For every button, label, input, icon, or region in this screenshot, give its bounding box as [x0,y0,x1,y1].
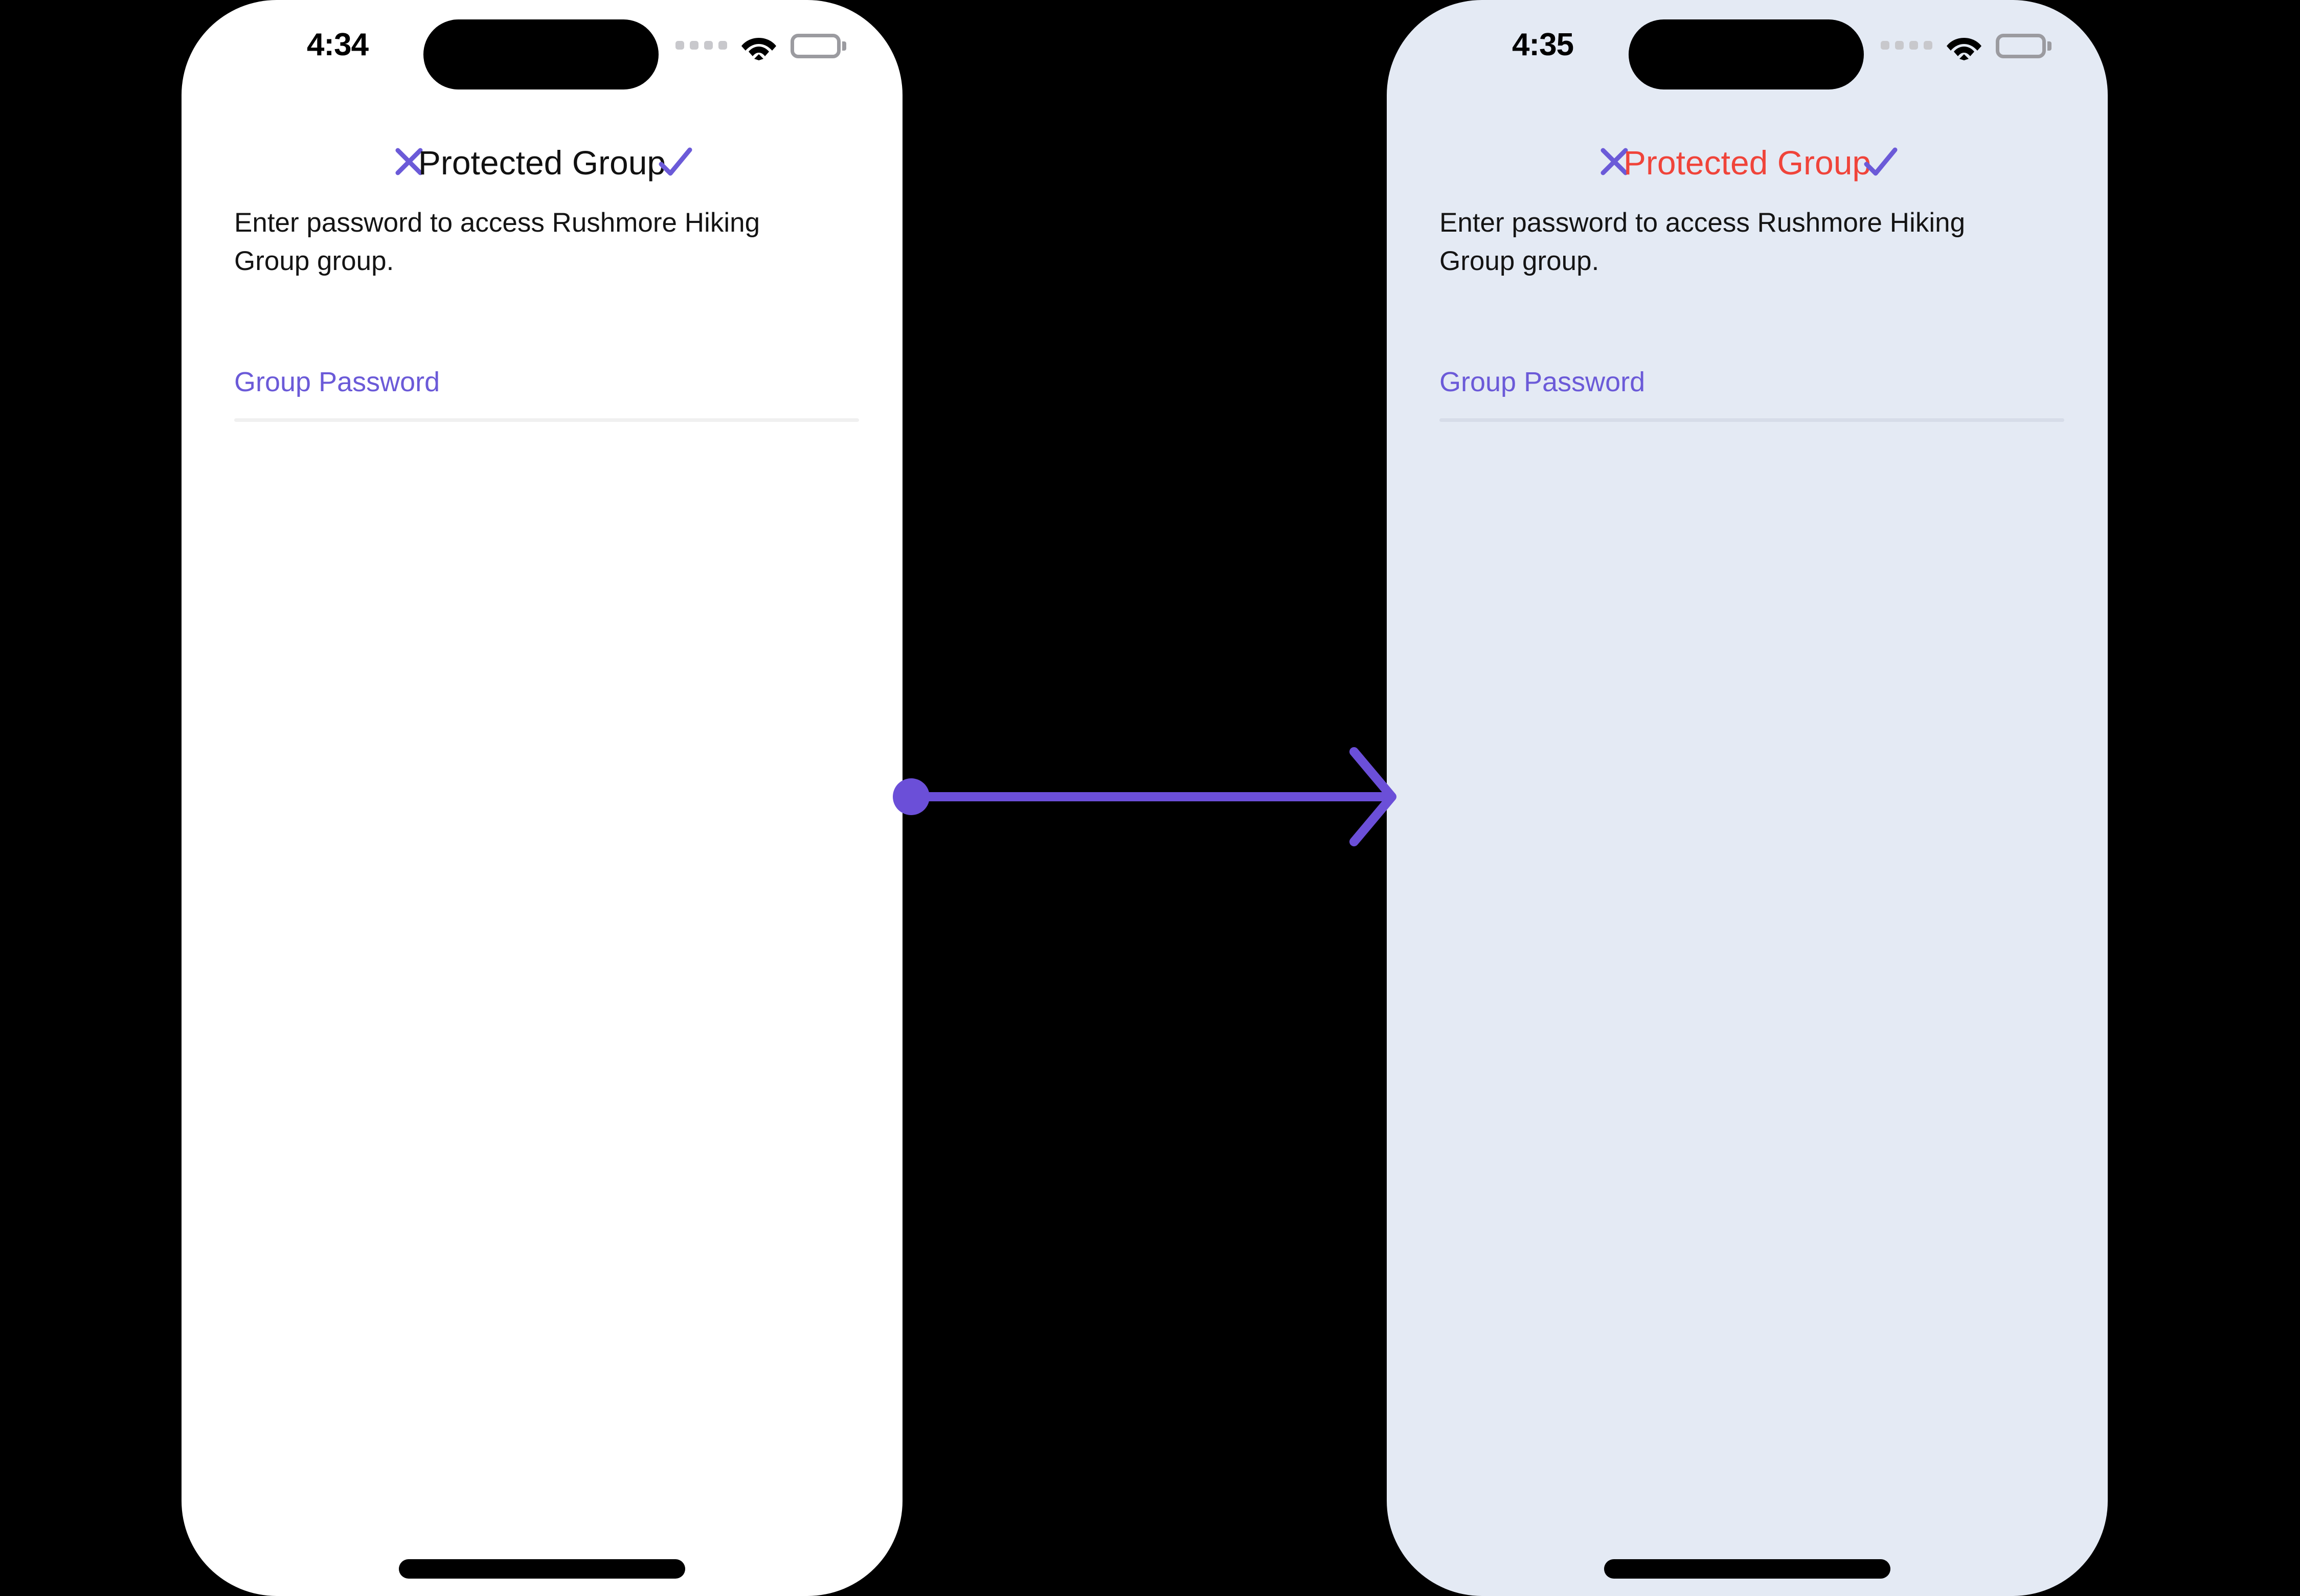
checkmark-icon [654,141,696,185]
navigation-bar: Protected Group [1387,132,2108,193]
page-title: Protected Group [1623,144,1871,182]
close-icon [391,143,427,183]
close-button[interactable] [378,132,440,193]
group-password-field[interactable]: Group Password [1439,366,2064,422]
battery-full-icon [791,34,846,58]
battery-full-icon [1996,34,2051,58]
screen-content: Enter password to access Rushmore Hiking… [1439,204,2064,422]
status-bar-icons [1881,32,2051,60]
dynamic-island [423,19,659,89]
status-bar-time: 4:34 [306,27,369,62]
wifi-icon [740,32,777,60]
field-underline [234,418,859,422]
status-bar: 4:35 [1387,0,2108,110]
screen-content: Enter password to access Rushmore Hiking… [234,204,859,422]
page-title: Protected Group [418,144,666,182]
arrow-right-icon [1349,747,1396,846]
close-button[interactable] [1584,132,1645,193]
navigation-bar: Protected Group [182,132,903,193]
phone-screen-before: 4:34 Protected Gr [182,0,903,1596]
group-password-label: Group Password [234,367,440,397]
home-indicator [399,1559,685,1579]
group-password-label: Group Password [1439,367,1645,397]
flow-connector [893,747,1396,846]
cellular-signal-icon [1881,40,1932,52]
status-bar-time: 4:35 [1512,27,1574,62]
wifi-icon [1946,32,1982,60]
dynamic-island [1629,19,1864,89]
field-underline [1439,418,2064,422]
instruction-text: Enter password to access Rushmore Hiking… [234,208,760,276]
group-password-field[interactable]: Group Password [234,366,859,422]
status-bar-icons [675,32,846,60]
cellular-signal-icon [675,40,727,52]
instruction-text: Enter password to access Rushmore Hiking… [1439,208,1966,276]
status-bar: 4:34 [182,0,903,110]
confirm-button[interactable] [1850,132,1911,193]
phone-screen-after: 4:35 Protected Gr [1387,0,2108,1596]
confirm-button[interactable] [644,132,706,193]
home-indicator [1604,1559,1890,1579]
checkmark-icon [1859,141,1901,185]
close-icon [1596,143,1633,183]
